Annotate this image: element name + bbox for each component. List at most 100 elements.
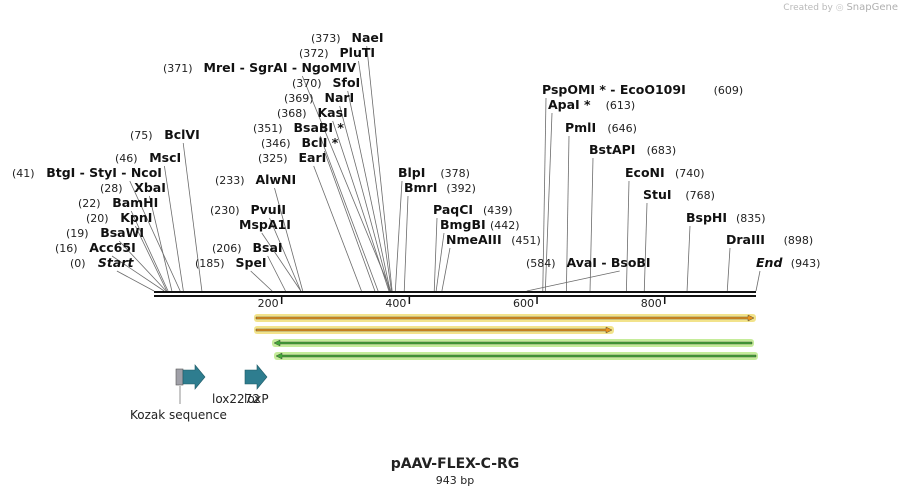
site-name-xbai[interactable]: XbaI <box>134 180 166 195</box>
site-position-acc65i: (16) <box>55 242 78 255</box>
snapgene-app-name: SnapGene <box>846 2 898 13</box>
site-position-alwni: (233) <box>215 174 245 187</box>
site-position-naei: (373) <box>311 32 341 45</box>
site-line-bsphi <box>686 225 691 292</box>
site-name-eari[interactable]: EarI <box>299 150 327 165</box>
orf-3[interactable] <box>272 339 754 347</box>
site-name-bclvi[interactable]: BclVI <box>164 127 200 142</box>
site-position-bmri: (392) <box>446 182 476 195</box>
site-line-bcli-star <box>323 150 376 292</box>
site-name-paqci[interactable]: PaqCI <box>433 202 473 217</box>
site-position-pvuii: (230) <box>210 204 240 217</box>
site-name-nmeaiii[interactable]: NmeAIII <box>446 232 502 247</box>
site-line-econi <box>626 180 630 292</box>
site-name-mrei-sgrai-ngomiv[interactable]: MreI - SgrAI - NgoMIV <box>204 60 357 75</box>
site-name-stui[interactable]: StuI <box>643 187 672 202</box>
bottom-strand <box>154 295 756 297</box>
loxp-feature-arrow[interactable] <box>244 364 268 390</box>
site-position-sfoi: (370) <box>292 77 322 90</box>
orf-2[interactable] <box>254 326 614 334</box>
site-name-end[interactable]: End <box>756 255 783 270</box>
site-line-eari <box>313 165 362 292</box>
orf-1[interactable] <box>254 314 756 322</box>
site-name-btgi-styi-ncoi[interactable]: BtgI - StyI - NcoI <box>46 165 162 180</box>
site-position-bclvi: (75) <box>130 129 153 142</box>
site-line-avai-bsobi <box>526 270 620 292</box>
site-line-bmgbi <box>435 232 445 292</box>
site-line-bamhi <box>130 210 169 292</box>
site-line-pmli <box>565 135 570 292</box>
site-line-stui <box>643 202 648 292</box>
site-name-bmgbi[interactable]: BmgBI <box>440 217 486 232</box>
site-position-bsabi-star: (351) <box>253 122 283 135</box>
site-name-econi[interactable]: EcoNI <box>625 165 665 180</box>
site-line-mrei-sgrai-ngomiv <box>301 75 392 292</box>
site-position-blpi: (378) <box>440 167 470 180</box>
site-name-bstapi[interactable]: BstAPI <box>589 142 635 157</box>
site-name-msci[interactable]: MscI <box>149 150 181 165</box>
site-position-bmgbi: (442) <box>490 219 520 232</box>
site-position-kasi: (368) <box>277 107 307 120</box>
restriction-site-labels: Start(0)Acc65I(16)BsaWI(19)KpnI(20)BamHI… <box>12 30 820 270</box>
site-name-bsabi-star[interactable]: BsaBI * <box>294 120 345 135</box>
site-name-pvuii[interactable]: PvuII <box>251 202 287 217</box>
site-name-bamhi[interactable]: BamHI <box>112 195 158 210</box>
site-name-bmri[interactable]: BmrI <box>404 180 437 195</box>
snapgene-watermark: Created by ◎ SnapGene <box>783 2 898 13</box>
site-name-bsai[interactable]: BsaI <box>253 240 283 255</box>
site-line-msci <box>164 165 184 292</box>
site-name-pmli[interactable]: PmlI <box>565 120 596 135</box>
site-line-mspa1i <box>261 232 302 292</box>
site-line-naei <box>366 45 393 292</box>
site-position-start: (0) <box>70 257 86 270</box>
site-name-alwni[interactable]: AlwNI <box>256 172 297 187</box>
lox2272-label: lox2272 <box>212 392 260 406</box>
kozak-sequence-label: Kozak sequence <box>130 408 227 422</box>
site-line-start <box>116 270 155 292</box>
site-name-start[interactable]: Start <box>98 255 135 270</box>
site-name-pspomi-star-ecoo109i[interactable]: PspOMI * - EcoO109I <box>542 82 686 97</box>
site-line-pspomi-star-ecoo109i <box>542 97 547 292</box>
site-name-avai-bsobi[interactable]: AvaI - BsoBI <box>567 255 651 270</box>
site-name-sfoi[interactable]: SfoI <box>333 75 361 90</box>
lox2272-feature-arrow[interactable] <box>182 364 206 390</box>
site-name-kasi[interactable]: KasI <box>318 105 348 120</box>
site-position-bsphi: (835) <box>736 212 766 225</box>
site-position-stui: (768) <box>685 189 715 202</box>
site-line-bclvi <box>182 142 203 292</box>
site-name-spei[interactable]: SpeI <box>236 255 267 270</box>
site-name-bsawi[interactable]: BsaWI <box>100 225 144 240</box>
site-line-end <box>755 270 761 292</box>
site-name-apai-star[interactable]: ApaI * <box>548 97 591 112</box>
site-position-nmeaiii: (451) <box>511 234 541 247</box>
site-position-bamhi: (22) <box>78 197 101 210</box>
ruler-label-200: 200 <box>258 297 279 310</box>
site-name-acc65i[interactable]: Acc65I <box>89 240 136 255</box>
ruler-label-600: 600 <box>513 297 534 310</box>
site-position-msci: (46) <box>115 152 138 165</box>
site-name-bsphi[interactable]: BspHI <box>686 210 727 225</box>
kozak-sequence-feature[interactable] <box>175 368 184 386</box>
site-position-nari: (369) <box>284 92 314 105</box>
site-position-bcli-star: (346) <box>261 137 291 150</box>
site-line-apai-star <box>544 112 553 292</box>
site-position-mrei-sgrai-ngomiv: (371) <box>163 62 193 75</box>
sequence-length: 943 bp <box>435 474 475 487</box>
site-line-alwni <box>274 187 304 292</box>
site-line-bsawi <box>118 240 167 292</box>
site-line-bstapi <box>589 157 594 292</box>
site-name-naei[interactable]: NaeI <box>352 30 384 45</box>
site-position-pmli: (646) <box>607 122 637 135</box>
top-strand <box>154 291 756 293</box>
orf-4[interactable] <box>274 352 758 360</box>
site-name-blpi[interactable]: BlpI <box>398 165 425 180</box>
site-name-mspa1i[interactable]: MspA1I <box>239 217 291 232</box>
site-name-kpni[interactable]: KpnI <box>120 210 152 225</box>
site-name-draiii[interactable]: DraIII <box>726 232 765 247</box>
site-name-nari[interactable]: NarI <box>325 90 355 105</box>
site-name-bcli-star[interactable]: BclI * <box>302 135 339 150</box>
site-name-pluti[interactable]: PluTI <box>340 45 376 60</box>
